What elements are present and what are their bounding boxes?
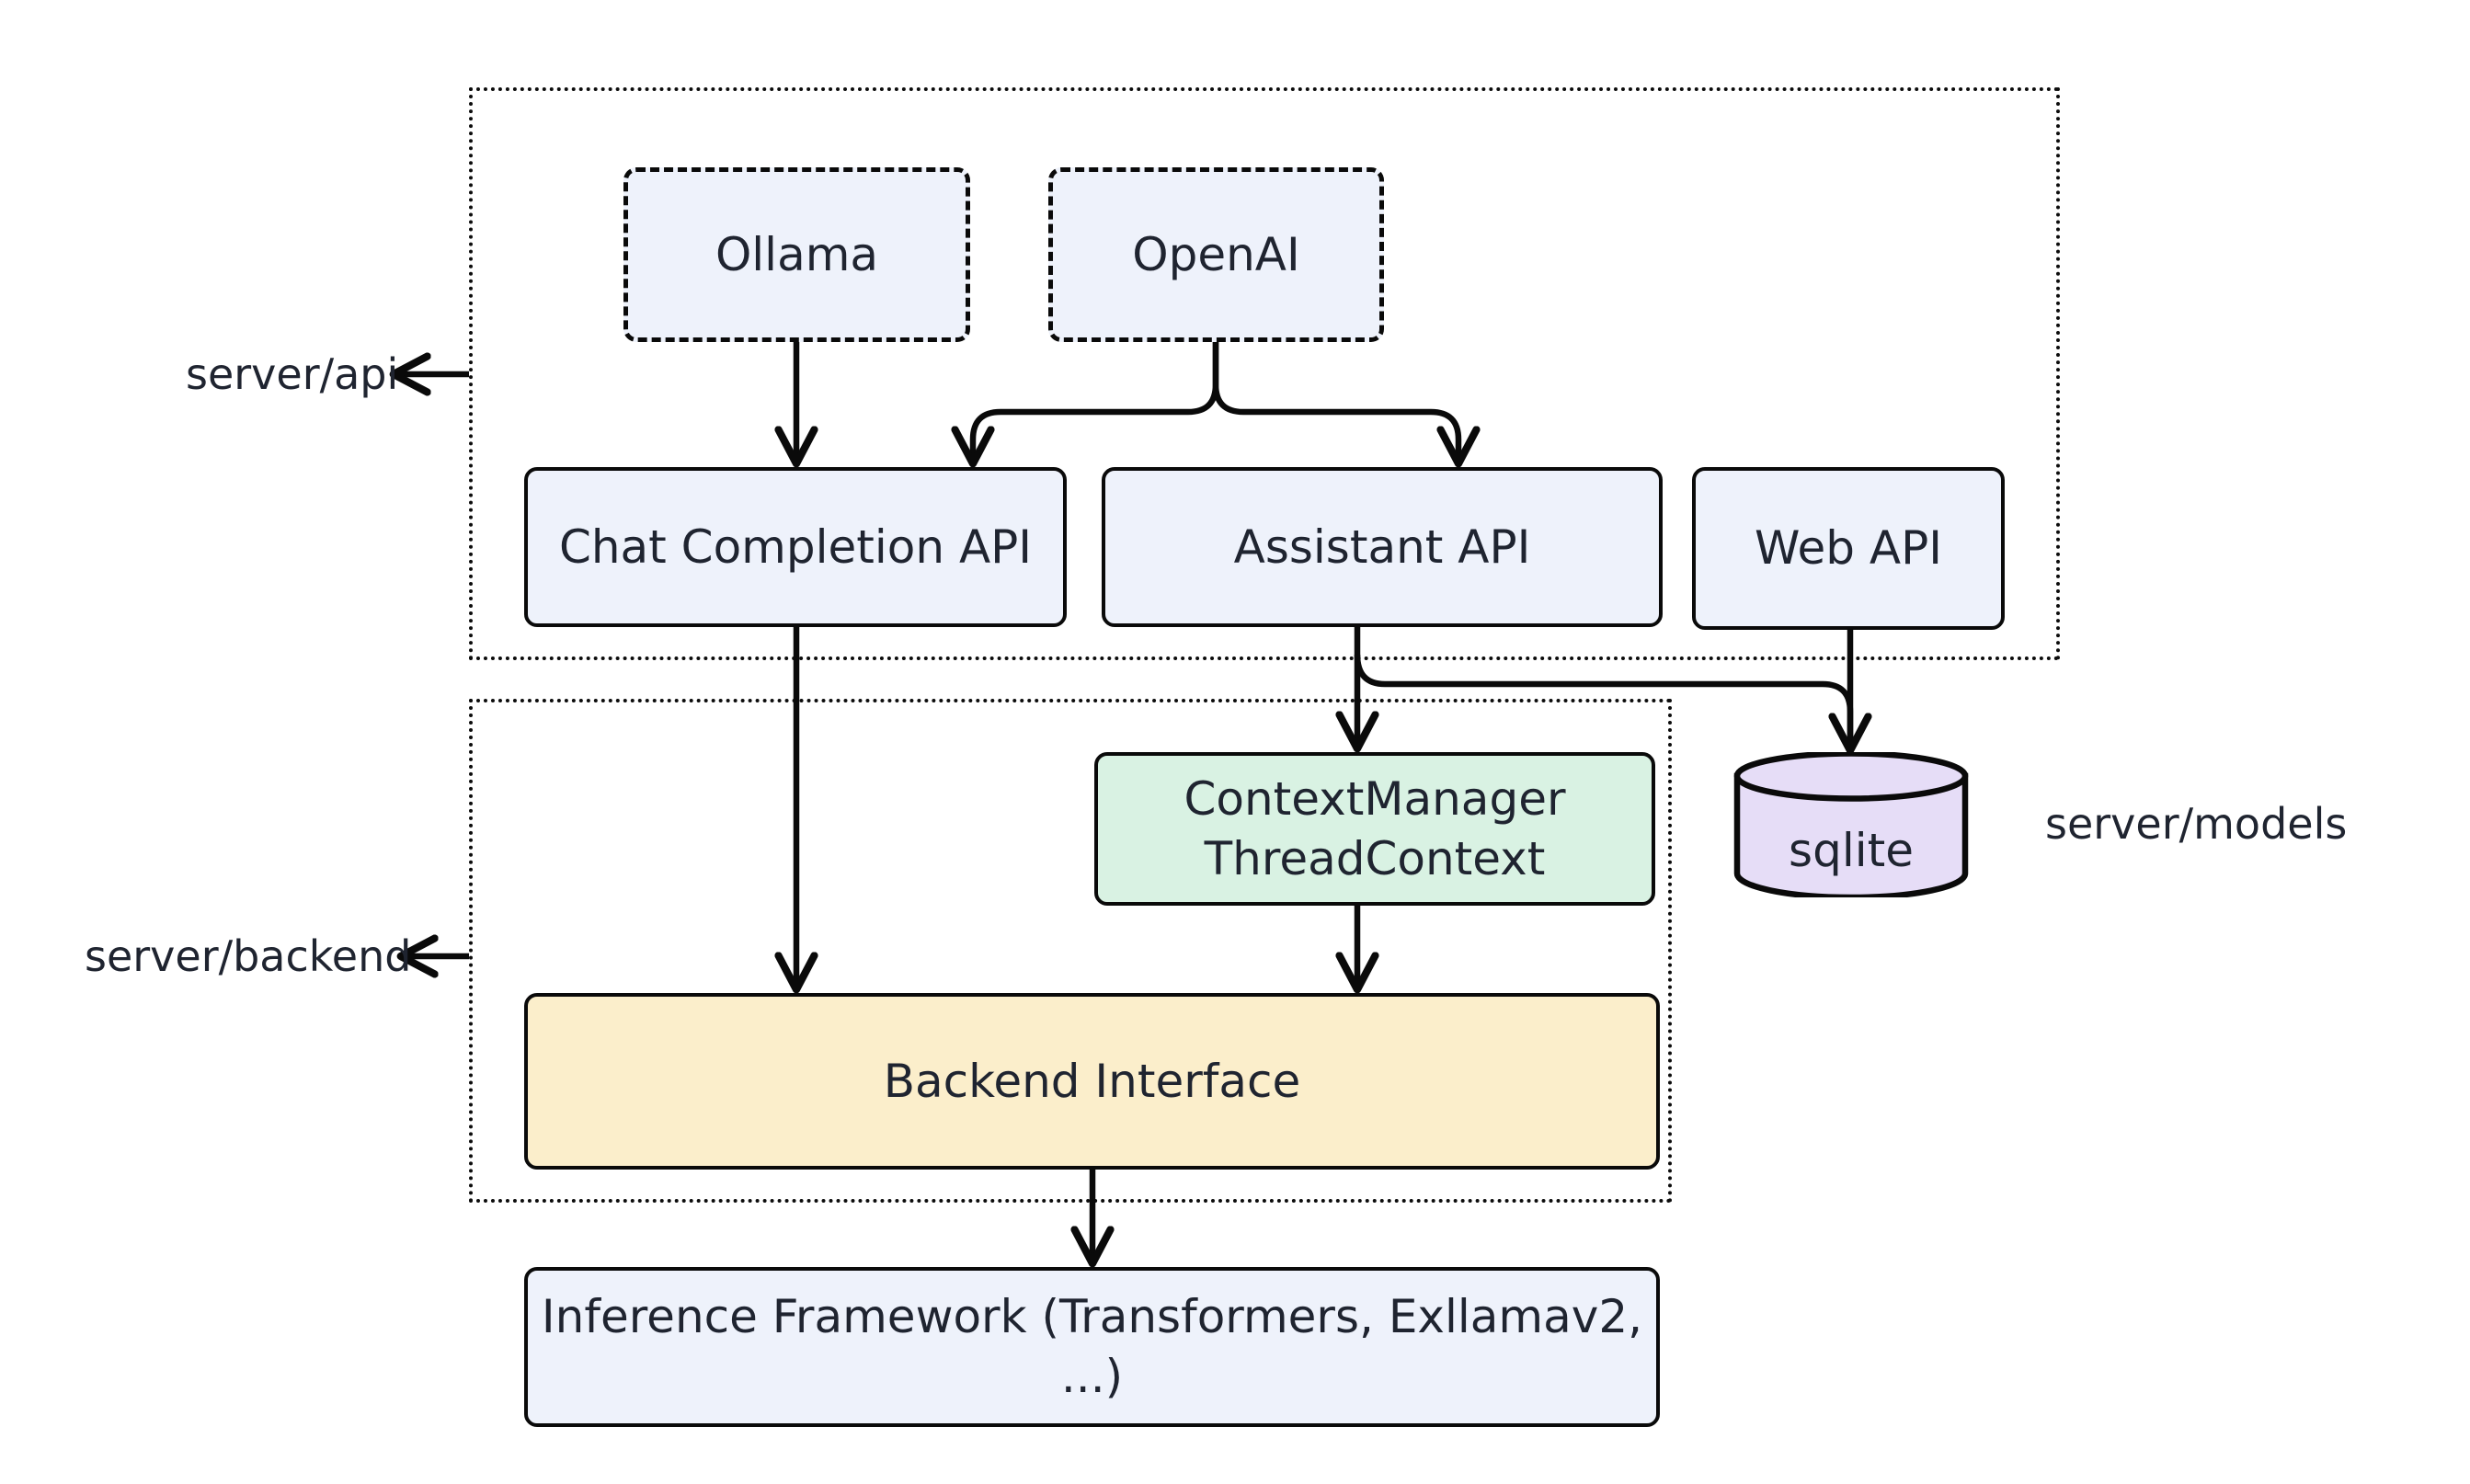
node-inference-framework[interactable]: Inference Framework (Transformers, Exlla… [524,1267,1660,1427]
cylinder-icon [1733,750,1969,901]
node-openai-label: OpenAI [1132,227,1300,281]
node-context-manager[interactable]: ContextManager ThreadContext [1094,752,1655,906]
group-label-server-models: server/models [2045,799,2348,849]
group-label-server-backend: server/backend [85,931,412,981]
node-openai[interactable]: OpenAI [1048,167,1384,342]
node-inference-framework-label: Inference Framework (Transformers, Exlla… [541,1290,1643,1403]
group-label-server-api: server/api [186,349,399,399]
node-ollama[interactable]: Ollama [623,167,970,342]
node-backend-interface[interactable]: Backend Interface [524,993,1660,1170]
group-server-backend [469,699,1672,1203]
node-chat-completion-api-label: Chat Completion API [558,519,1033,574]
node-sqlite[interactable]: sqlite [1732,750,1970,901]
node-context-manager-label: ContextManager ThreadContext [1184,771,1566,885]
node-web-api[interactable]: Web API [1692,467,2005,630]
node-web-api-label: Web API [1754,521,1942,575]
node-assistant-api-label: Assistant API [1233,519,1531,574]
node-chat-completion-api[interactable]: Chat Completion API [524,467,1067,627]
node-ollama-label: Ollama [715,227,879,281]
node-sqlite-label: sqlite [1789,824,1914,877]
node-backend-interface-label: Backend Interface [883,1054,1301,1108]
group-server-api [469,87,2060,660]
node-assistant-api[interactable]: Assistant API [1102,467,1663,627]
